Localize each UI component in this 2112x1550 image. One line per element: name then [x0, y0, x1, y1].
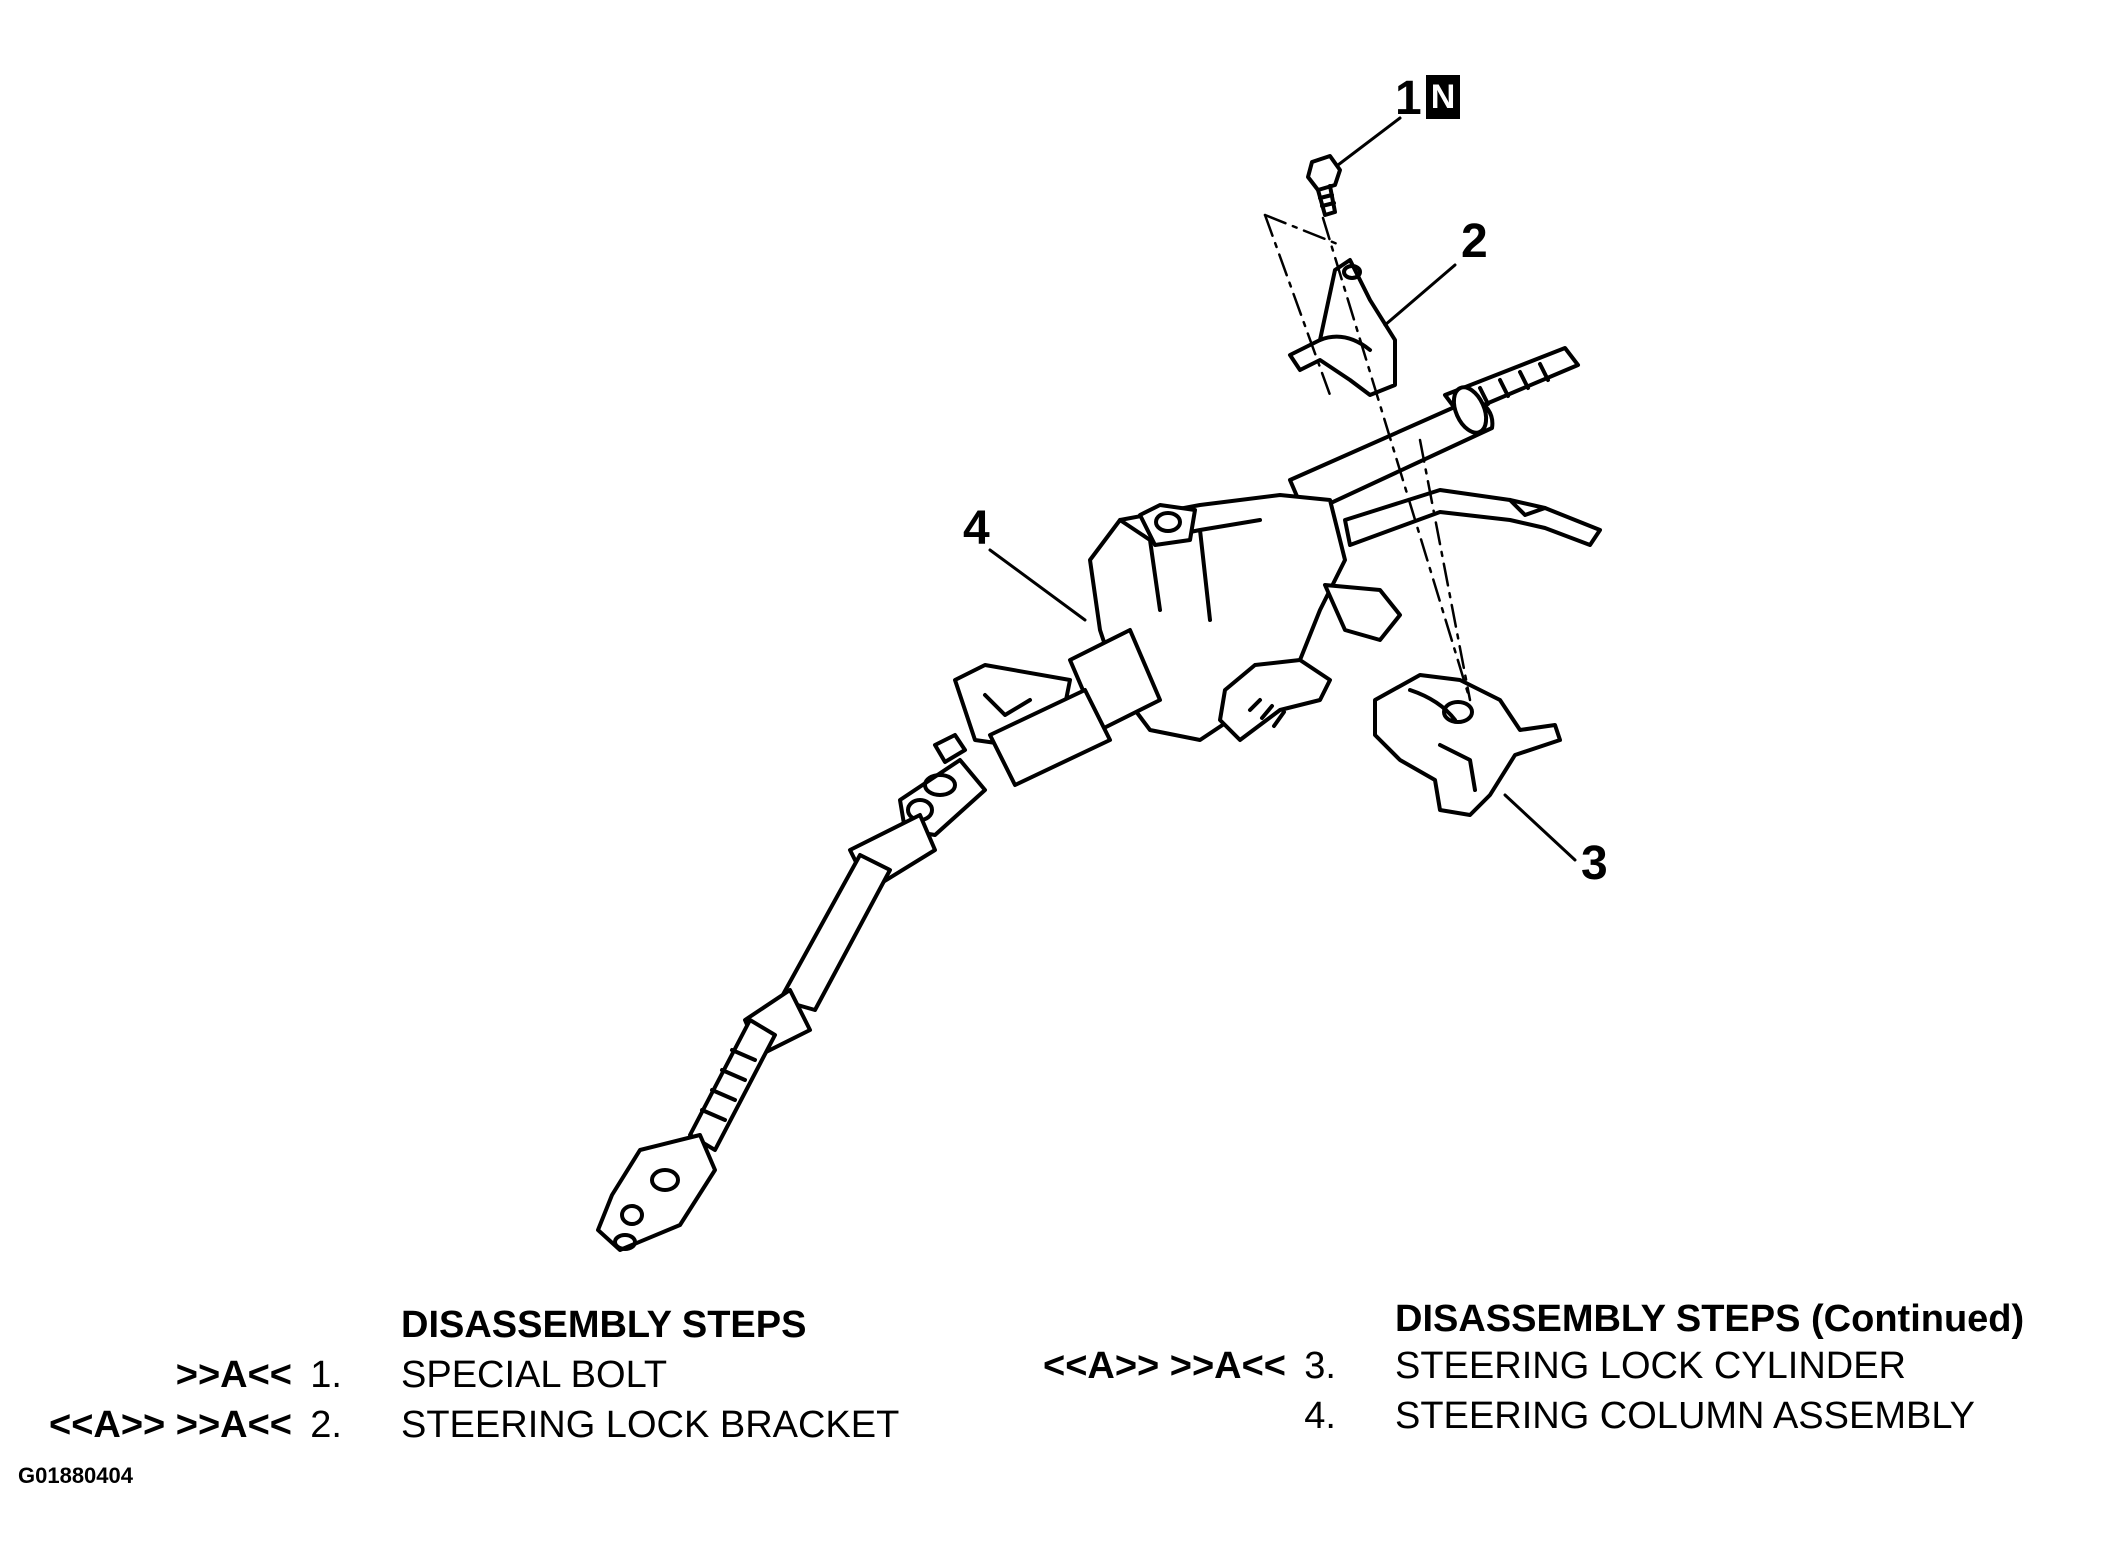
non-reusable-badge: N — [1425, 75, 1461, 119]
leader-2 — [1383, 263, 1457, 327]
step-2-text: STEERING LOCK BRACKET — [401, 1404, 900, 1446]
alignment-lines — [1263, 213, 1472, 702]
callout-1-number: 1 — [1395, 72, 1422, 125]
step-2-code: <<A>> >>A<< — [49, 1404, 292, 1446]
steps-right-heading: DISASSEMBLY STEPS (Continued) — [1395, 1298, 2025, 1340]
steps-left-heading: DISASSEMBLY STEPS — [401, 1304, 807, 1346]
steering-column-assembly — [596, 346, 1602, 1252]
step-1-code: >>A<< — [175, 1354, 292, 1396]
callout-3: 3 — [1581, 837, 1608, 890]
step-2-number: 2. — [310, 1404, 342, 1446]
leader-lines — [988, 116, 1577, 862]
step-3-text: STEERING LOCK CYLINDER — [1395, 1345, 1906, 1387]
step-1-number: 1. — [310, 1354, 342, 1396]
steering-lock-cylinder — [1373, 673, 1562, 817]
leader-3 — [1503, 793, 1577, 862]
figure-id: G01880404 — [18, 1463, 133, 1488]
callout-4: 4 — [963, 502, 990, 555]
step-4-number: 4. — [1304, 1395, 1336, 1437]
leader-4 — [988, 548, 1087, 622]
leader-1 — [1336, 116, 1402, 167]
callout-2: 2 — [1461, 215, 1488, 268]
special-bolt — [1306, 154, 1342, 217]
step-3-code: <<A>> >>A<< — [1043, 1345, 1286, 1387]
step-1-text: SPECIAL BOLT — [401, 1354, 668, 1396]
steering-lock-bracket — [1288, 258, 1397, 397]
step-4-text: STEERING COLUMN ASSEMBLY — [1395, 1395, 1975, 1437]
step-3-number: 3. — [1304, 1345, 1336, 1387]
